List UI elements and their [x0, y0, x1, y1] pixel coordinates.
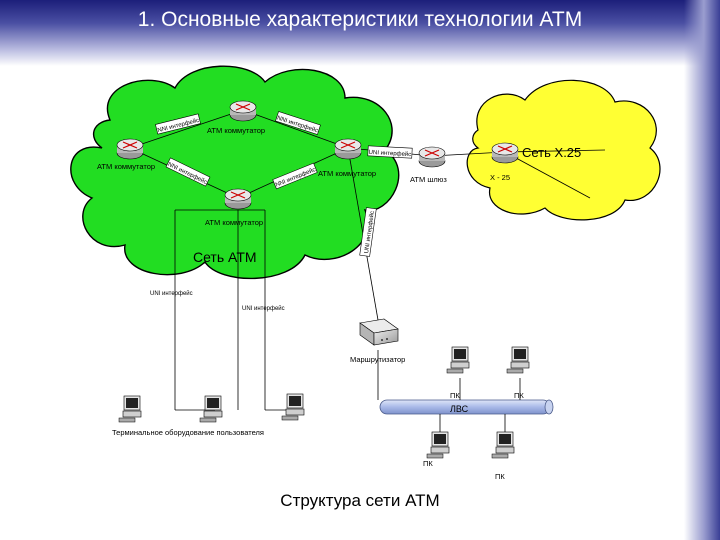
- terminal-equipment-label: Терминальное оборудование пользователя: [112, 428, 264, 437]
- pc-icon: [506, 346, 530, 374]
- pc-label: ПК: [495, 472, 505, 481]
- pc-label: ПК: [423, 459, 433, 468]
- x25-network-label: Сеть X.25: [522, 145, 581, 160]
- uni-label: UNI интерфейс: [242, 305, 285, 312]
- router-label: Маршрутизатор: [350, 355, 405, 364]
- pc-icon: [446, 346, 470, 374]
- pc-icon: [491, 431, 515, 459]
- x25-switch-icon: [491, 142, 519, 164]
- atm-switch-icon: [334, 138, 362, 160]
- atm-switch-icon: [224, 188, 252, 210]
- pc-label: ПК: [514, 391, 524, 400]
- uni-label: UNI интерфейс: [150, 290, 193, 297]
- atm-switch-label: АТМ коммутатор: [207, 126, 265, 135]
- title-band: [0, 0, 720, 66]
- router-icon: [359, 318, 399, 346]
- atm-switch-label: АТМ коммутатор: [318, 169, 376, 178]
- pc-label: ПК: [450, 391, 460, 400]
- atm-network-label: Сеть ATM: [193, 249, 257, 265]
- uni-tag: UNI интерфейс: [367, 145, 413, 159]
- atm-cloud: [70, 65, 400, 280]
- atm-switch-icon: [229, 100, 257, 122]
- pc-icon: [426, 431, 450, 459]
- terminal-pc-icon: [281, 393, 305, 421]
- svg-text:UNI интерфейс: UNI интерфейс: [368, 149, 411, 158]
- atm-switch-label: АТМ коммутатор: [97, 162, 155, 171]
- lan-bus: [379, 399, 554, 415]
- slide-title: 1. Основные характеристики технологии AT…: [137, 8, 583, 31]
- x25-sublabel: X - 25: [490, 173, 510, 182]
- atm-gateway-icon: [418, 146, 446, 168]
- lan-label: ЛВС: [450, 404, 469, 414]
- diagram-caption: Структура сети ATM: [280, 491, 440, 510]
- atm-switch-label: АТМ коммутатор: [205, 218, 263, 227]
- lan-drops: [439, 378, 521, 435]
- atm-gateway-label: АТМ шлюз: [410, 175, 447, 184]
- right-decor-band: [684, 0, 720, 540]
- terminal-pc-icon: [118, 395, 142, 423]
- atm-switch-icon: [116, 138, 144, 160]
- x25-cloud: [466, 79, 661, 221]
- terminal-pc-icon: [199, 395, 223, 423]
